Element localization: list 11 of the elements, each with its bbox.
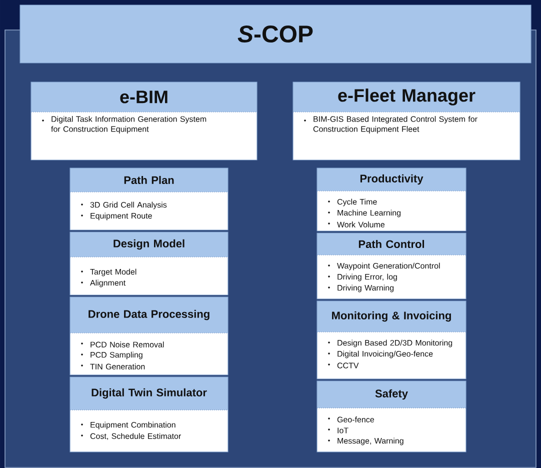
function-card: Safety Geo-fence IoT Message, Warning — [316, 380, 466, 452]
module-card: e-BIM Digital Task Information Generation System for Construction Equipment — [30, 82, 258, 160]
function-card: Productivity Cycle Time Machine Learning Work Volume — [316, 168, 466, 232]
module-card: e-Fleet Manager BIM-GIS Based Integrated Control System for Construction Equipment Fleet — [292, 82, 520, 160]
function-card: Monitoring & Invoicing Design Based 2D/3D Monitoring Digital Invoicing/Geo-fence CCTV — [316, 300, 466, 380]
function-card: Path Plan 3D Grid Cell Analysis Equipment Route — [70, 168, 228, 230]
title-banner: S-COP — [20, 4, 532, 64]
function-card: Drone Data Processing PCD Noise Removal PCD Sampling TIN Generation — [70, 296, 228, 376]
function-card: Digital Twin Simulator Equipment Combination Cost, Schedule Estimator — [70, 376, 228, 452]
function-card: Path Control Waypoint Generation/Control Driving Error, log Driving Warning — [316, 232, 466, 300]
function-card: Design Model Target Model Alignment — [70, 232, 228, 296]
